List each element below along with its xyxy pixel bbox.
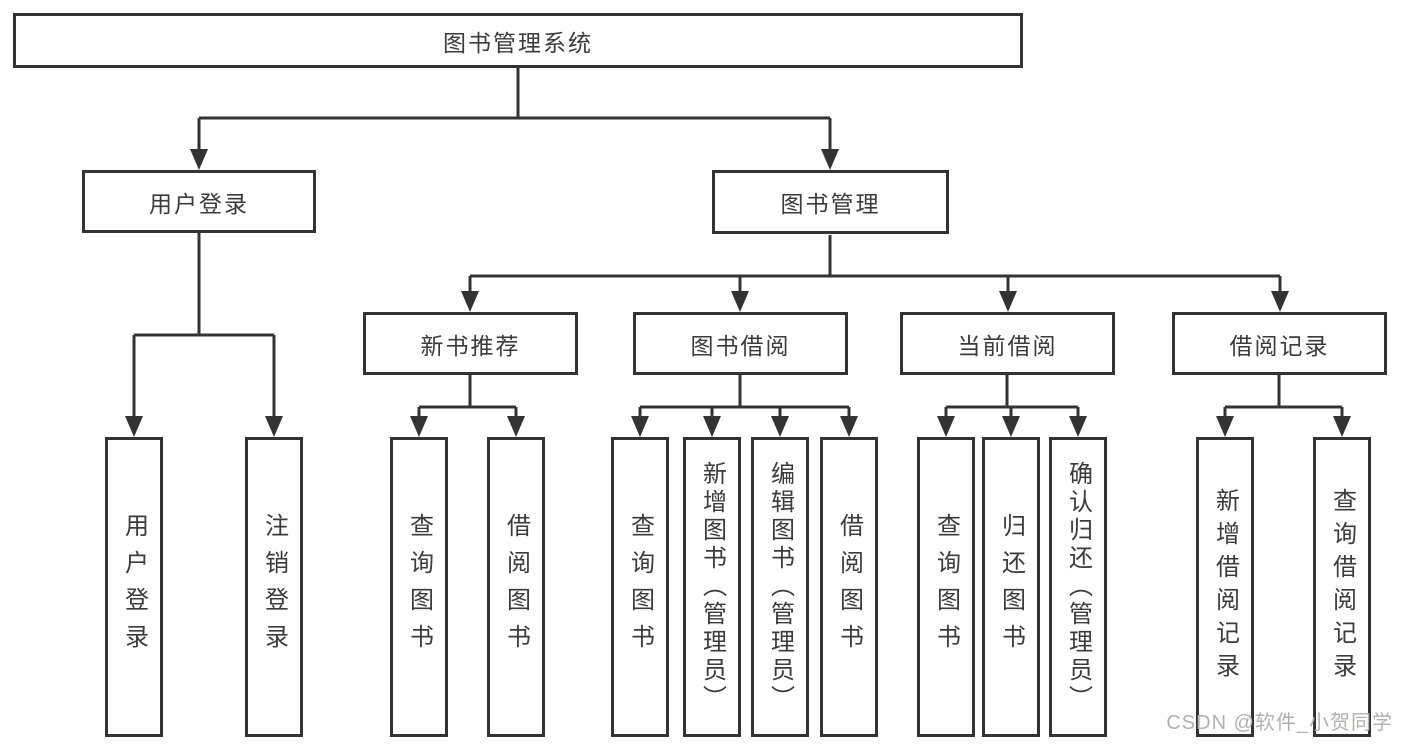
node-library-management-system: 图书管理系统 xyxy=(13,13,1023,68)
leaf-user-login-label: 用户登录 xyxy=(120,513,148,661)
leaf-query-borrow-record-label: 查询借阅记录 xyxy=(1328,488,1356,686)
arrow-down-icon xyxy=(937,416,955,437)
connector-borrowrecord-to-leaves xyxy=(1223,375,1344,419)
arrow-down-icon xyxy=(190,149,208,170)
node-new-book-recommendation: 新书推荐 xyxy=(363,312,578,375)
leaf-return-books-label: 归还图书 xyxy=(997,513,1025,661)
leaf-query-books-current-label: 查询图书 xyxy=(932,513,960,661)
leaf-borrow-books-recommend-label: 借阅图书 xyxy=(502,513,530,661)
leaf-confirm-return-admin-label: 确认归还（管理员） xyxy=(1064,461,1092,713)
arrow-down-icon xyxy=(1002,416,1020,437)
leaf-logout: 注销登录 xyxy=(245,437,303,737)
watermark: CSDN @软件_小贺同学 xyxy=(1166,712,1393,734)
leaf-add-borrow-record: 新增借阅记录 xyxy=(1196,437,1254,737)
arrow-down-icon xyxy=(1216,416,1234,437)
leaf-query-books-recommend: 查询图书 xyxy=(390,437,448,737)
arrow-down-icon xyxy=(265,416,283,437)
leaf-query-books-recommend-label: 查询图书 xyxy=(405,513,433,661)
leaf-query-books-borrow: 查询图书 xyxy=(611,437,669,737)
arrow-down-icon xyxy=(840,416,858,437)
connector-newbook-to-leaves xyxy=(417,375,518,419)
connector-currentborrow-to-leaves xyxy=(944,375,1080,419)
leaf-edit-books-admin: 编辑图书（管理员） xyxy=(751,437,809,737)
arrow-down-icon xyxy=(703,416,721,437)
leaf-query-books-current: 查询图书 xyxy=(917,437,975,737)
node-borrowing-records: 借阅记录 xyxy=(1172,312,1387,375)
arrow-down-icon xyxy=(1271,291,1289,312)
leaf-add-books-admin-label: 新增图书（管理员） xyxy=(698,461,726,713)
arrow-down-icon xyxy=(125,416,143,437)
arrow-down-icon xyxy=(999,291,1017,312)
leaf-query-borrow-record: 查询借阅记录 xyxy=(1313,437,1371,737)
arrow-down-icon xyxy=(821,149,839,170)
connector-bookmgmt-to-level2 xyxy=(468,235,1282,294)
arrow-down-icon xyxy=(507,416,525,437)
arrow-down-icon xyxy=(731,291,749,312)
leaf-logout-label: 注销登录 xyxy=(260,513,288,661)
leaf-confirm-return-admin: 确认归还（管理员） xyxy=(1049,437,1107,737)
arrow-down-icon xyxy=(410,416,428,437)
leaf-borrow-books: 借阅图书 xyxy=(820,437,878,737)
leaf-add-borrow-record-label: 新增借阅记录 xyxy=(1211,488,1239,686)
leaf-query-books-borrow-label: 查询图书 xyxy=(626,513,654,661)
arrow-down-icon xyxy=(1333,416,1351,437)
connector-userlogin-to-leaves xyxy=(132,233,276,419)
leaf-add-books-admin: 新增图书（管理员） xyxy=(683,437,741,737)
node-book-management: 图书管理 xyxy=(712,170,949,234)
node-current-borrowing: 当前借阅 xyxy=(900,312,1115,375)
arrow-down-icon xyxy=(631,416,649,437)
arrow-down-icon xyxy=(1069,416,1087,437)
node-book-borrowing: 图书借阅 xyxy=(633,312,848,375)
arrow-down-icon xyxy=(771,416,789,437)
leaf-borrow-books-label: 借阅图书 xyxy=(835,513,863,661)
leaf-borrow-books-recommend: 借阅图书 xyxy=(487,437,545,737)
leaf-edit-books-admin-label: 编辑图书（管理员） xyxy=(766,461,794,713)
arrow-down-icon xyxy=(461,291,479,312)
connector-root-to-level1 xyxy=(197,68,832,152)
leaf-user-login: 用户登录 xyxy=(105,437,163,737)
leaf-return-books: 归还图书 xyxy=(982,437,1040,737)
connector-bookborrow-to-leaves xyxy=(638,375,851,419)
node-user-login: 用户登录 xyxy=(82,170,316,233)
